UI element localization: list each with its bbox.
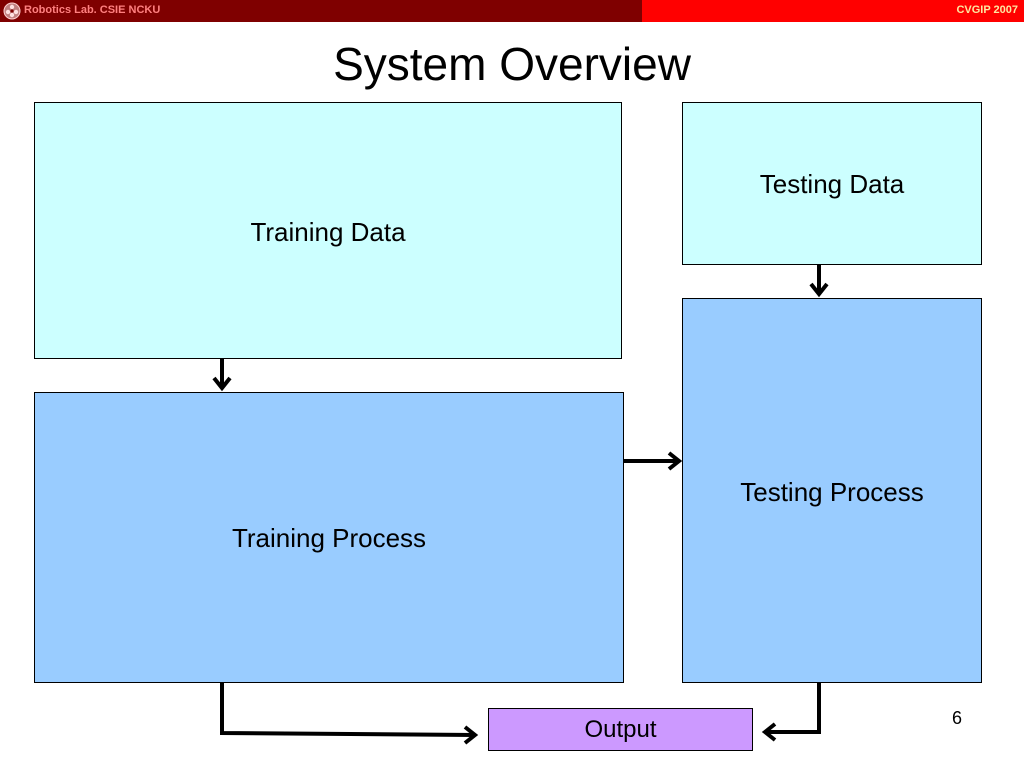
- training-data-label: Training Data: [250, 217, 406, 247]
- training-process-label: Training Process: [231, 523, 427, 553]
- arrow-testing-data-to-testing-process: [809, 265, 829, 298]
- training-data-box: Training Data: [34, 102, 622, 359]
- testing-process-box: Testing Process: [682, 298, 982, 683]
- page-number: 6: [951, 708, 962, 728]
- lab-logo-icon: [3, 2, 21, 20]
- testing-process-label: Testing Process: [740, 477, 924, 507]
- arrow-testing-process-to-output: [761, 683, 821, 742]
- header-right-band: CVGIP 2007: [642, 0, 1024, 22]
- output-label: Output: [584, 715, 657, 743]
- training-process-box: Training Process: [34, 392, 624, 683]
- output-box: Output: [488, 708, 753, 751]
- arrow-training-data-to-training-process: [212, 359, 232, 392]
- header-bar: Robotics Lab. CSIE NCKU CVGIP 2007: [0, 0, 1024, 22]
- arrow-training-process-to-testing-process: [624, 451, 683, 471]
- lab-name: Robotics Lab. CSIE NCKU: [24, 4, 161, 16]
- conference-name: CVGIP 2007: [956, 4, 1018, 16]
- testing-data-label: Testing Data: [759, 169, 905, 199]
- slide-title: System Overview: [333, 38, 691, 90]
- arrow-training-process-to-output: [220, 683, 479, 745]
- header-left-band: Robotics Lab. CSIE NCKU: [0, 0, 642, 22]
- testing-data-box: Testing Data: [682, 102, 982, 265]
